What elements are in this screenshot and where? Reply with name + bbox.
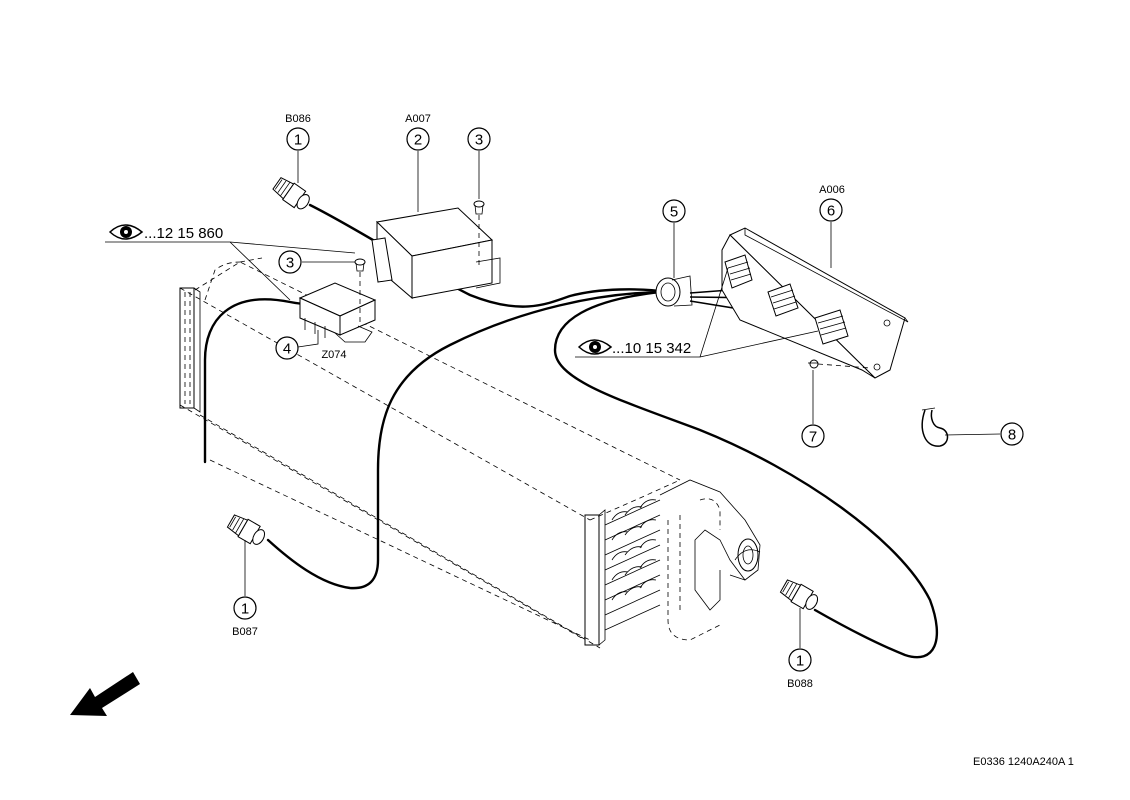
reference-12-15-860: ...12 15 860 [108, 224, 223, 242]
svg-text:3: 3 [475, 132, 483, 149]
heater-core-assembly [179, 257, 761, 649]
svg-text:B087: B087 [232, 626, 258, 638]
callout-3-left: 3 [278, 250, 302, 274]
sensor-b088 [779, 579, 819, 610]
core-fins [604, 499, 661, 631]
module-a007 [371, 207, 501, 300]
callout-2-a007: A007 2 [405, 113, 431, 151]
svg-text:2: 2 [414, 132, 422, 149]
callout-1-b088: 1 B088 [787, 648, 813, 690]
leader-lines [105, 151, 1001, 648]
svg-text:1: 1 [294, 132, 302, 149]
callout-8: 8 [1000, 422, 1024, 446]
reference-10-15-342: ...10 15 342 [577, 339, 691, 357]
svg-text:8: 8 [1008, 427, 1016, 444]
svg-text:1: 1 [241, 601, 249, 618]
svg-text:7: 7 [809, 429, 817, 446]
svg-text:...10 15 342: ...10 15 342 [612, 340, 691, 357]
control-unit-a006 [721, 227, 909, 379]
svg-text:B088: B088 [787, 678, 813, 690]
svg-text:B086: B086 [285, 113, 311, 125]
svg-text:1: 1 [796, 653, 804, 670]
svg-text:6: 6 [827, 203, 835, 220]
callout-6-a006: A006 6 [819, 184, 845, 222]
callout-5: 5 [662, 199, 686, 223]
eye-icon [577, 339, 613, 355]
sensor-b086 [272, 177, 310, 210]
svg-text:4: 4 [283, 341, 291, 358]
screw-control-unit [808, 359, 819, 369]
svg-text:Z074: Z074 [321, 349, 346, 361]
callout-1-b087: 1 B087 [232, 596, 258, 638]
relay-z074 [298, 282, 377, 343]
svg-text:5: 5 [670, 204, 678, 221]
eye-icon [108, 224, 144, 240]
callout-4-z074: 4 Z074 [275, 336, 347, 361]
svg-text:3: 3 [286, 255, 294, 272]
wiring-harness [203, 203, 938, 659]
sensor-b087 [226, 514, 266, 545]
callout-3-top: 3 [467, 127, 491, 151]
callout-1-b086: B086 1 [285, 113, 311, 151]
drawing-id: E0336 1240A240A 1 [973, 756, 1074, 768]
svg-text:A007: A007 [405, 113, 431, 125]
grommet [655, 275, 693, 307]
svg-text:...12 15 860: ...12 15 860 [144, 225, 223, 242]
arrow-down-left-icon [70, 672, 140, 716]
cable-tie [921, 407, 949, 447]
screw-top [473, 200, 485, 268]
svg-text:A006: A006 [819, 184, 845, 196]
callout-7: 7 [801, 424, 825, 448]
